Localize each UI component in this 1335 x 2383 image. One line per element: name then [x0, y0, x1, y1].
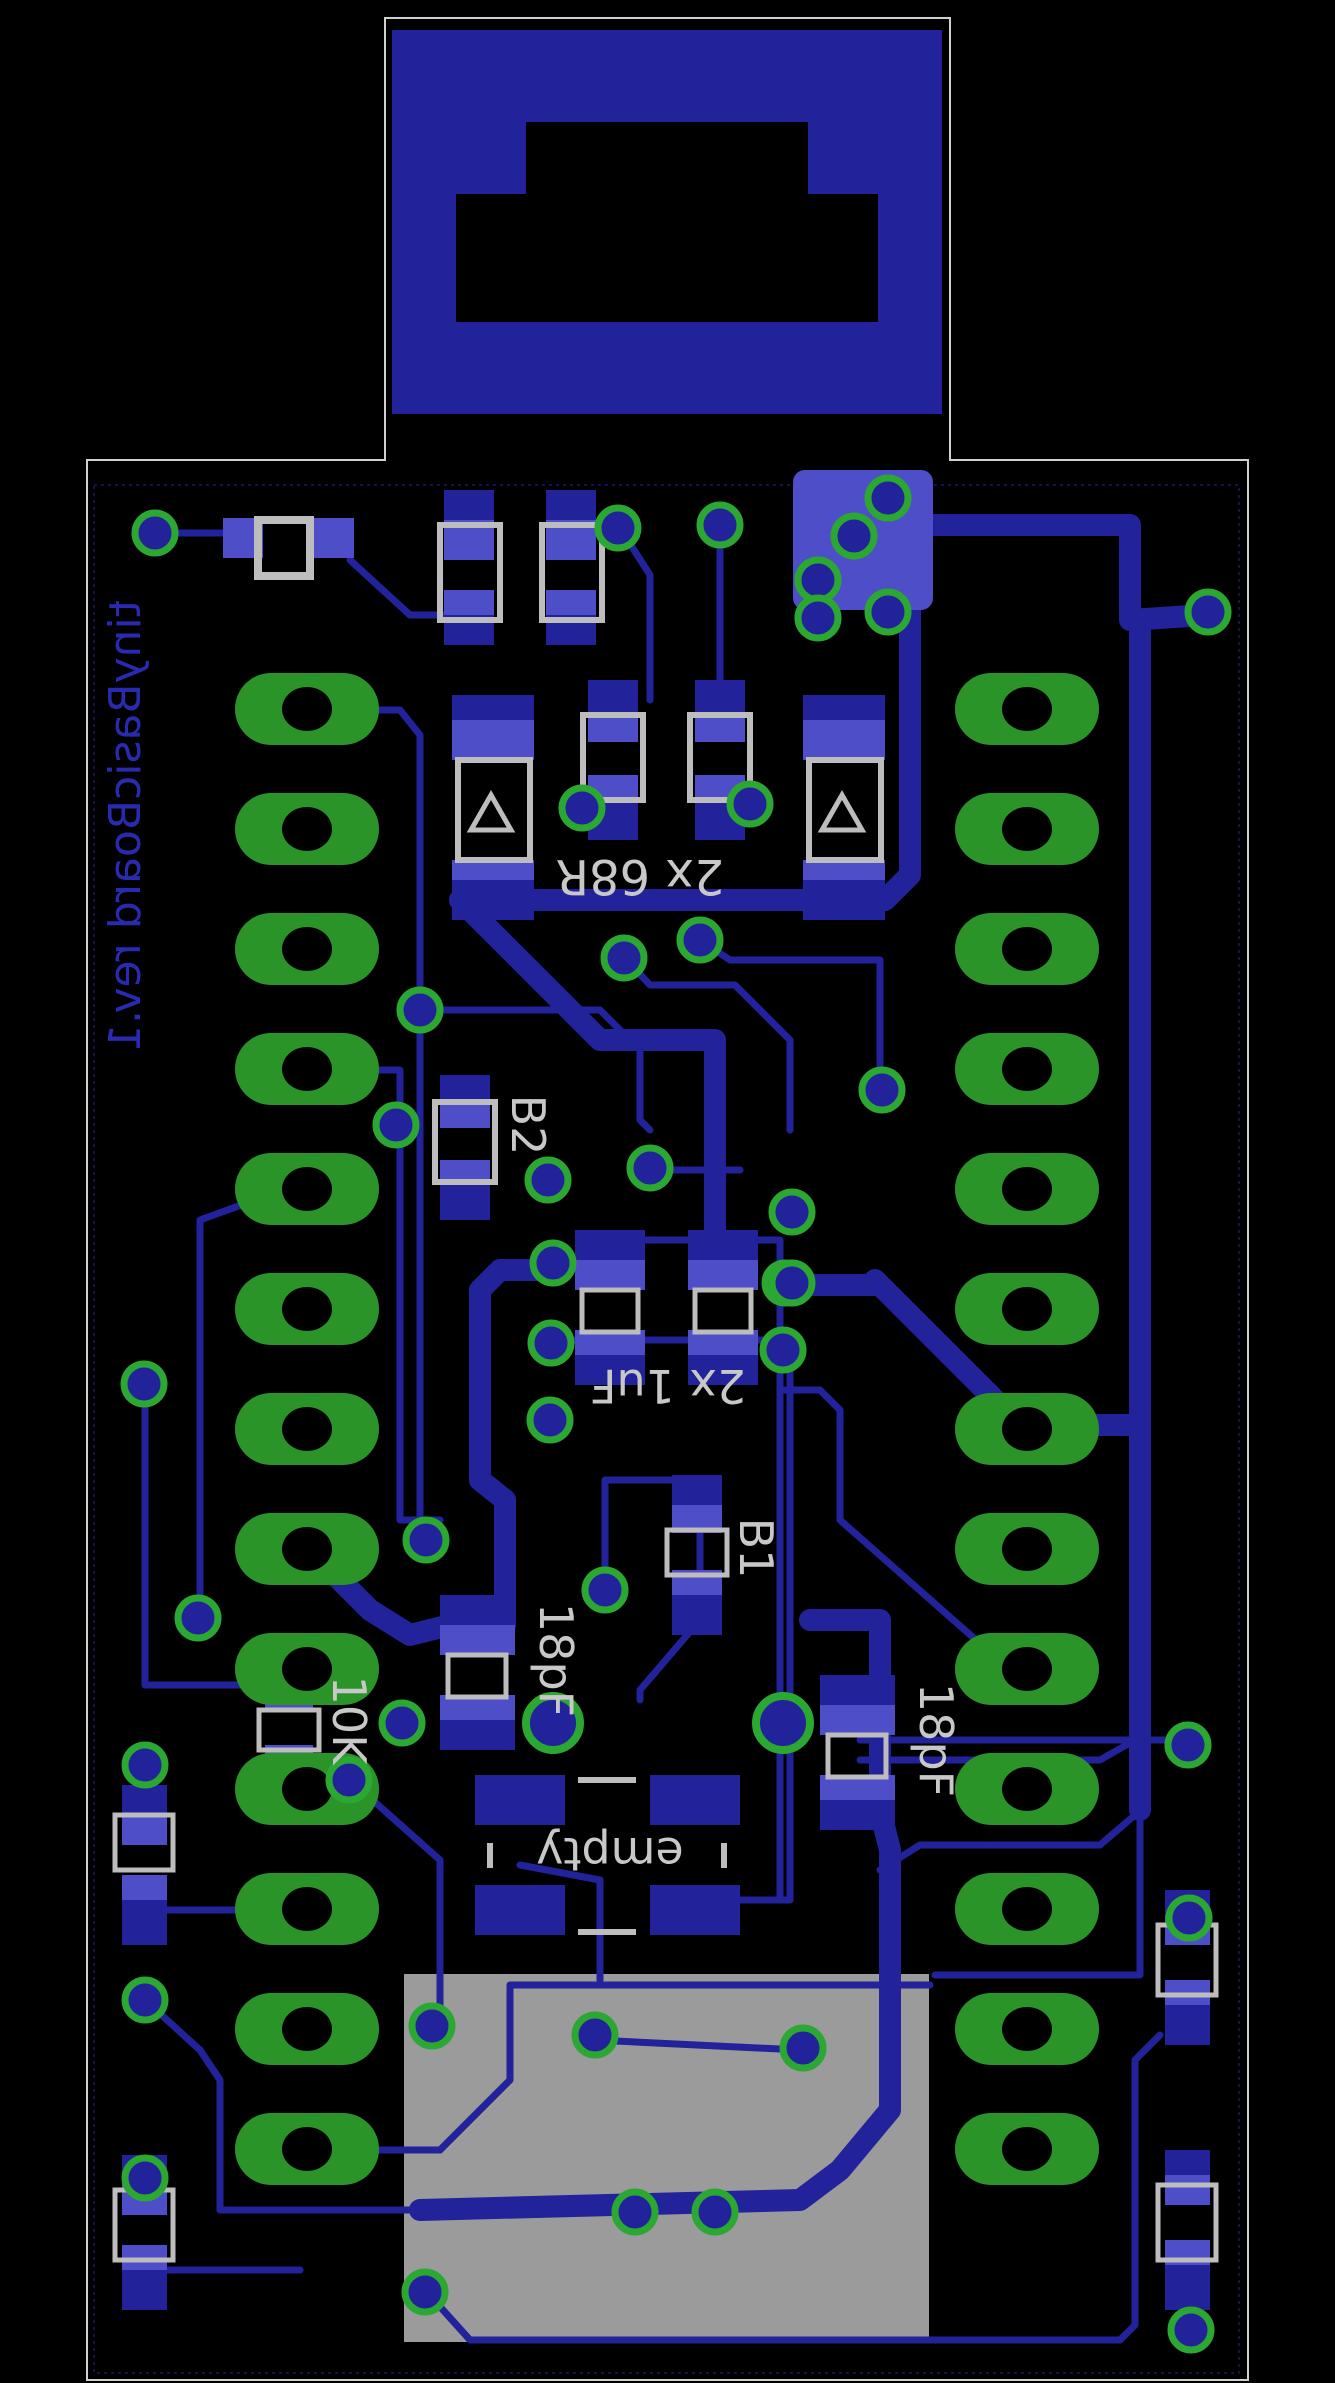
via	[378, 1699, 426, 1747]
silkscreen-labels: 2x 68R B2 2x 1uF B1 18pF 10K 18pF empty …	[100, 600, 963, 1881]
left-pin-hole	[282, 1047, 332, 1091]
via	[830, 512, 878, 560]
right-pin-hole	[1002, 1887, 1052, 1931]
via	[396, 986, 444, 1034]
via	[325, 1756, 373, 1804]
via	[529, 1239, 577, 1287]
via	[120, 1360, 168, 1408]
via	[794, 556, 842, 604]
via	[696, 501, 744, 549]
via	[600, 934, 648, 982]
via	[174, 1594, 222, 1642]
via	[726, 780, 774, 828]
right-pin-hole	[1002, 1407, 1052, 1451]
label-18pf-left: 18pF	[529, 1603, 583, 1717]
via-large	[522, 1692, 584, 1754]
label-2x-1uf: 2x 1uF	[590, 1359, 746, 1413]
left-pin-hole	[282, 2007, 332, 2051]
via	[581, 1566, 629, 1614]
via	[864, 474, 912, 522]
via	[779, 2024, 827, 2072]
via	[1184, 588, 1232, 636]
via	[526, 1396, 574, 1444]
right-pin-hole	[1002, 1767, 1052, 1811]
via	[131, 509, 179, 557]
label-b1: B1	[729, 1518, 783, 1579]
right-pin-hole	[1002, 1047, 1052, 1091]
header-left	[235, 673, 379, 2185]
via	[768, 1188, 816, 1236]
via	[121, 1976, 169, 2024]
label-2x-68r: 2x 68R	[556, 848, 725, 904]
via	[759, 1326, 807, 1374]
via	[611, 2188, 659, 2236]
via	[1164, 1721, 1212, 1769]
left-pin-hole	[282, 687, 332, 731]
via	[691, 2188, 739, 2236]
via	[1165, 1894, 1213, 1942]
via	[571, 2011, 619, 2059]
right-pin-hole	[1002, 1287, 1052, 1331]
left-pin-hole	[282, 1167, 332, 1211]
via	[768, 1259, 816, 1307]
via	[1167, 2306, 1215, 2354]
left-pin-hole	[282, 927, 332, 971]
right-pin-hole	[1002, 687, 1052, 731]
right-pin-hole	[1002, 927, 1052, 971]
right-pin-hole	[1002, 1647, 1052, 1691]
right-pin-hole	[1002, 1527, 1052, 1571]
via	[858, 1066, 906, 1114]
via	[401, 2268, 449, 2316]
left-pin-hole	[282, 1767, 332, 1811]
left-pin-hole	[282, 1887, 332, 1931]
label-b2: B2	[501, 1095, 555, 1156]
board-outline	[86, 17, 1249, 2381]
via	[676, 916, 724, 964]
label-crystal-empty: empty	[536, 1827, 684, 1881]
left-pin-hole	[282, 1407, 332, 1451]
left-pin-hole	[282, 807, 332, 851]
usb-connector-plate	[392, 30, 942, 414]
via	[121, 1741, 169, 1789]
left-pin-hole	[282, 1527, 332, 1571]
right-pin-hole	[1002, 2007, 1052, 2051]
left-pin-hole	[282, 2127, 332, 2171]
board-inner-margin	[93, 484, 1240, 2374]
via	[864, 588, 912, 636]
via	[372, 1101, 420, 1149]
via	[594, 504, 642, 552]
header-right	[955, 673, 1099, 2185]
via	[794, 594, 842, 642]
right-pin-hole	[1002, 1167, 1052, 1211]
label-18pf-right: 18pF	[909, 1683, 963, 1797]
via	[524, 1156, 572, 1204]
via	[527, 1319, 575, 1367]
label-10k: 10K	[322, 1676, 376, 1767]
via	[408, 2002, 456, 2050]
board-rev-text: tinyBasicBoard rev.1	[100, 600, 151, 1052]
right-pin-hole	[1002, 807, 1052, 851]
right-pin-hole	[1002, 2127, 1052, 2171]
via	[558, 784, 606, 832]
vias	[120, 474, 1232, 2354]
via	[626, 1144, 674, 1192]
via	[121, 2154, 169, 2202]
left-pin-hole	[282, 1287, 332, 1331]
via	[402, 1516, 450, 1564]
left-pin-hole	[282, 1647, 332, 1691]
via-large	[752, 1692, 814, 1754]
